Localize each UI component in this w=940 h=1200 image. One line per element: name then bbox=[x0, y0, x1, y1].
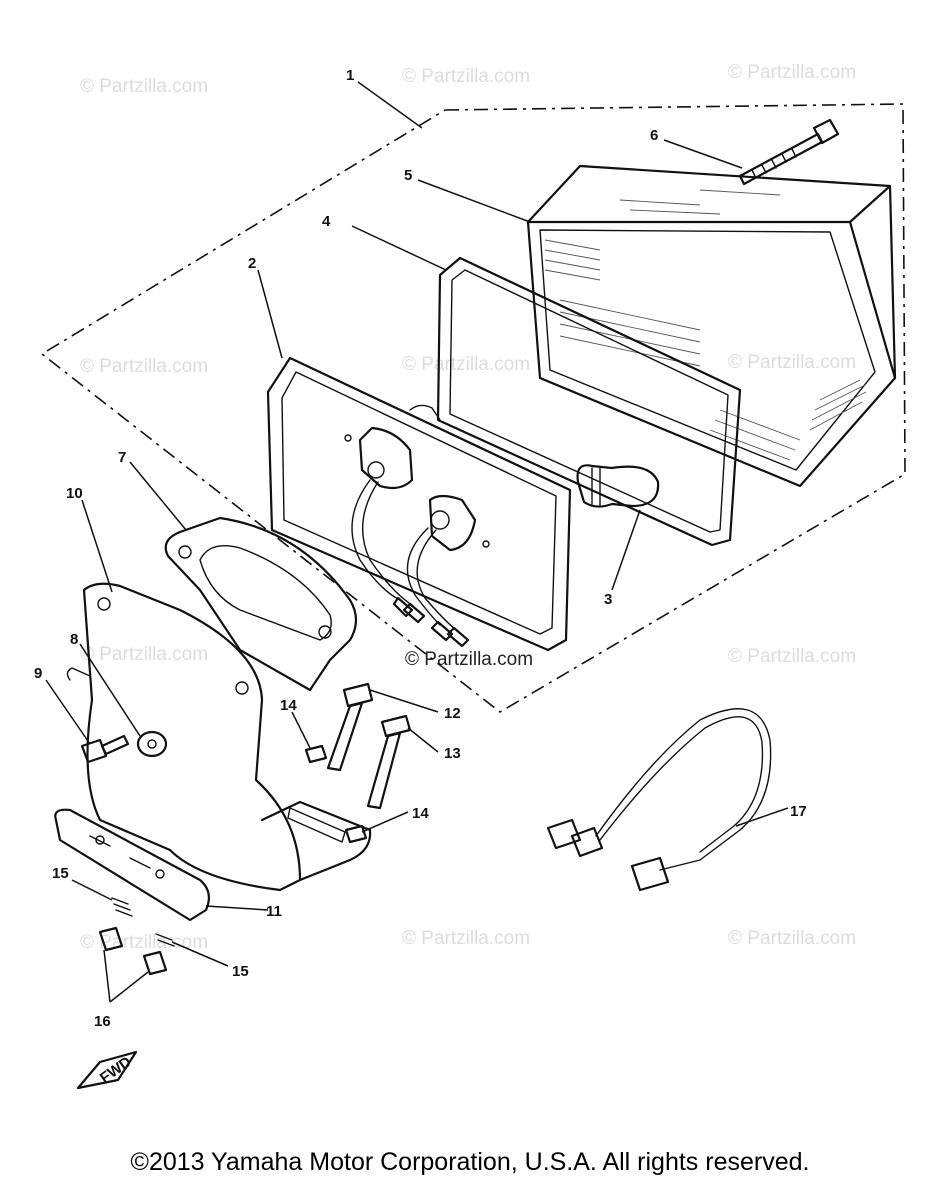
fwd-direction-badge: FWD bbox=[76, 1050, 138, 1090]
callout-15: 15 bbox=[52, 865, 69, 882]
watermark: © Partzilla.com bbox=[402, 928, 530, 949]
callout-8: 8 bbox=[70, 631, 78, 648]
part-4-gasket bbox=[436, 256, 742, 547]
part-6-screw bbox=[738, 118, 840, 186]
watermark: © Partzilla.com bbox=[728, 62, 856, 83]
callout-4: 4 bbox=[322, 213, 331, 230]
watermark: © Partzilla.com bbox=[728, 928, 856, 949]
callout-15: 15 bbox=[232, 963, 249, 980]
part-13-bolt bbox=[366, 714, 412, 810]
callout-7: 7 bbox=[118, 449, 126, 466]
callout-6: 6 bbox=[650, 127, 658, 144]
callout-10: 10 bbox=[66, 485, 83, 502]
part-17-wire-harness bbox=[546, 708, 772, 892]
watermark: © Partzilla.com bbox=[80, 76, 208, 97]
watermark: © Partzilla.com bbox=[728, 352, 856, 373]
watermark: © Partzilla.com bbox=[405, 649, 533, 670]
watermark: © Partzilla.com bbox=[80, 356, 208, 377]
part-11-plate bbox=[54, 808, 211, 922]
leader-lines bbox=[45, 81, 789, 1003]
callout-13: 13 bbox=[444, 745, 461, 762]
callout-14: 14 bbox=[412, 805, 429, 822]
callout-1: 1 bbox=[346, 67, 354, 84]
part-9-bolt bbox=[80, 734, 130, 764]
copyright-notice: ©2013 Yamaha Motor Corporation, U.S.A. A… bbox=[130, 1148, 810, 1176]
callout-16: 16 bbox=[94, 1013, 111, 1030]
callout-2: 2 bbox=[248, 255, 256, 272]
part-2-base-plate bbox=[266, 356, 572, 652]
callout-3: 3 bbox=[604, 591, 612, 608]
part-7-bracket bbox=[164, 516, 358, 692]
watermarks: © Partzilla.com © Partzilla.com © Partzi… bbox=[80, 62, 856, 953]
part-14-nuts bbox=[304, 744, 368, 844]
part-15-springs bbox=[111, 897, 175, 947]
part-16-caps bbox=[98, 926, 168, 976]
callout-12: 12 bbox=[444, 705, 461, 722]
watermark: © Partzilla.com bbox=[402, 66, 530, 87]
callout-5: 5 bbox=[404, 167, 412, 184]
callout-9: 9 bbox=[34, 665, 42, 682]
part-10-license-bracket bbox=[66, 582, 372, 892]
part-5-lens bbox=[526, 164, 897, 488]
watermark: © Partzilla.com bbox=[80, 644, 208, 665]
callout-11: 11 bbox=[266, 903, 282, 920]
bulb-sockets-and-wires bbox=[344, 426, 490, 648]
callout-17: 17 bbox=[790, 803, 807, 820]
part-8-washer bbox=[136, 730, 168, 758]
callout-numbers: 1 2 3 4 5 6 7 8 9 10 11 12 13 14 14 15 1… bbox=[34, 67, 807, 1030]
part-12-bolt bbox=[326, 682, 374, 772]
watermark: © Partzilla.com bbox=[728, 646, 856, 667]
assembly-boundary bbox=[40, 103, 906, 713]
part-3-bulb bbox=[576, 464, 660, 508]
watermark: © Partzilla.com bbox=[402, 354, 530, 375]
callout-14: 14 bbox=[280, 697, 297, 714]
